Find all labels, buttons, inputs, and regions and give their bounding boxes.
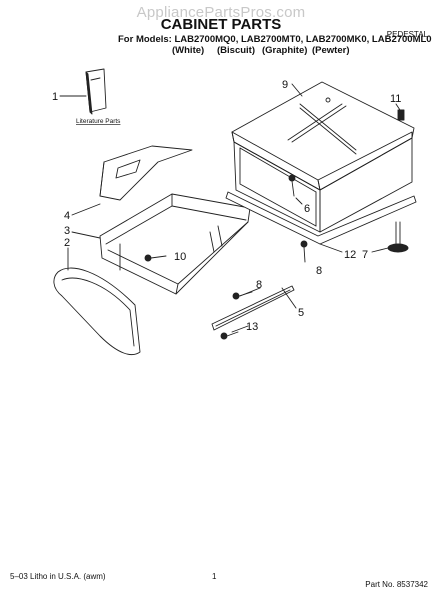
literature-label: Literature Parts — [76, 118, 121, 125]
callout-4: 4 — [64, 210, 70, 222]
part-drawer-front — [53, 267, 141, 356]
part-drawer — [99, 193, 251, 295]
part-number: Part No. 8537342 — [365, 580, 428, 589]
callout-8b: 8 — [256, 279, 262, 291]
page-number: 1 — [212, 572, 217, 581]
callout-7: 7 — [362, 249, 368, 261]
callout-9: 9 — [282, 79, 288, 91]
callout-5: 5 — [298, 307, 304, 319]
part-screw-10 — [144, 254, 167, 262]
callout-10: 10 — [174, 251, 186, 263]
callout-11: 11 — [390, 93, 401, 105]
litho-note: 5–03 Litho in U.S.A. (awm) — [10, 572, 106, 581]
callout-3: 3 — [64, 225, 70, 237]
page-title: CABINET PARTS — [160, 16, 282, 33]
callout-12: 12 — [344, 249, 356, 261]
part-screw-8b — [232, 291, 253, 300]
part-foot-11 — [397, 109, 405, 121]
callout-8a: 8 — [316, 265, 322, 277]
part-cabinet — [231, 81, 415, 233]
color-white: (White) — [172, 45, 205, 56]
callout-2: 2 — [64, 237, 70, 249]
color-biscuit: (Biscuit) — [217, 45, 255, 56]
callout-1: 1 — [52, 91, 58, 103]
models-line: For Models: LAB2700MQ0, LAB2700MT0, LAB2… — [118, 34, 432, 45]
color-graphite: (Graphite) — [262, 45, 308, 56]
part-screw-13 — [220, 331, 239, 340]
product-type: PEDESTAL — [386, 30, 428, 39]
part-slide-rail — [211, 285, 295, 331]
part-screw-6 — [288, 174, 296, 197]
part-leveling-leg — [387, 221, 409, 253]
callout-numbers: 1 2 3 4 5 6 7 8 8 9 10 11 12 13 — [52, 79, 401, 333]
callout-6: 6 — [304, 203, 310, 215]
part-screw-8a — [300, 240, 308, 263]
part-drawer-panel — [99, 145, 193, 201]
color-pewter: (Pewter) — [312, 45, 350, 56]
watermark: AppliancePartsPros.com — [136, 4, 306, 21]
part-literature — [85, 68, 107, 115]
callout-13: 13 — [246, 321, 258, 333]
part-base-plate — [225, 191, 417, 245]
